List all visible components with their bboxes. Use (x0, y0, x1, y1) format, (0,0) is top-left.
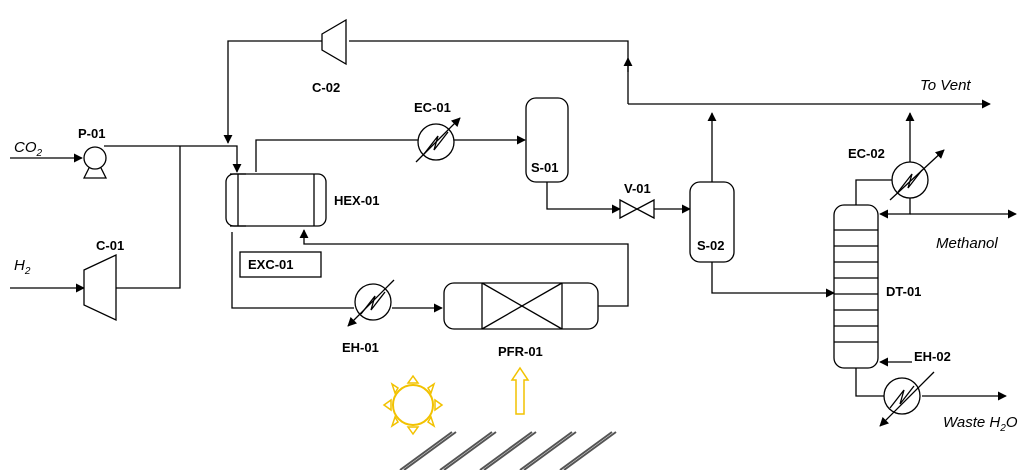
hex-to-eh01-line (231, 232, 354, 309)
dt01-label: DT-01 (886, 284, 921, 299)
s02-to-dt01-line (711, 262, 835, 298)
pfr-to-hex-line (299, 229, 629, 307)
sun-icon (382, 374, 444, 436)
compressor-c01: C-01 (83, 238, 124, 322)
valve-v01: V-01 (619, 181, 655, 220)
s01-liquid-line (546, 180, 621, 214)
ec02-label: EC-02 (848, 146, 885, 161)
methanol-stream-label: Methanol (936, 235, 998, 252)
c01-label: C-01 (96, 238, 124, 253)
p01-outlet-line (104, 145, 242, 173)
exc01-label: EXC-01 (248, 257, 294, 272)
reboiler-eh02: EH-02 (879, 349, 951, 427)
hex-to-ec01-line (255, 139, 418, 172)
dt01-overhead-line (855, 179, 893, 209)
compressor-c02: C-02 (312, 18, 347, 95)
co2-stream-label: CO2 (14, 139, 43, 159)
reactor-pfr01: PFR-01 (443, 282, 599, 359)
waste-stream-label: Waste H2O (943, 414, 1018, 434)
condenser-ec02: EC-02 (848, 146, 945, 201)
s01-label: S-01 (531, 160, 558, 175)
pump-p01: P-01 (78, 126, 108, 179)
separator-s01: S-01 (525, 97, 569, 183)
s02-label: S-02 (697, 238, 724, 253)
ec01-label: EC-01 (414, 100, 451, 115)
vent-stream-label: To Vent (920, 77, 971, 94)
stream-lines (10, 40, 1017, 401)
hex01-label: HEX-01 (334, 193, 380, 208)
heater-eh01: EH-01 (342, 279, 395, 355)
recycle-c02-line (223, 40, 322, 144)
solar-panels-icon (399, 431, 617, 470)
eh01-label: EH-01 (342, 340, 379, 355)
p01-label: P-01 (78, 126, 105, 141)
exchanger-box-exc01: EXC-01 (239, 251, 322, 278)
c02-inlet-line (349, 40, 629, 104)
separator-s02: S-02 (689, 181, 735, 263)
heat-exchanger-hex01: HEX-01 (225, 173, 380, 227)
pfr01-label: PFR-01 (498, 344, 543, 359)
cooler-ec01: EC-01 (414, 100, 461, 163)
heat-arrow-icon (510, 366, 530, 415)
v01-label: V-01 (624, 181, 651, 196)
column-dt01: DT-01 (833, 204, 921, 369)
c02-label: C-02 (312, 80, 340, 95)
c01-outlet-line (116, 146, 181, 289)
eh02-label: EH-02 (914, 349, 951, 364)
reflux-line (879, 198, 911, 219)
h2-stream-label: H2 (14, 257, 31, 277)
dt01-bottoms-line (855, 366, 884, 397)
